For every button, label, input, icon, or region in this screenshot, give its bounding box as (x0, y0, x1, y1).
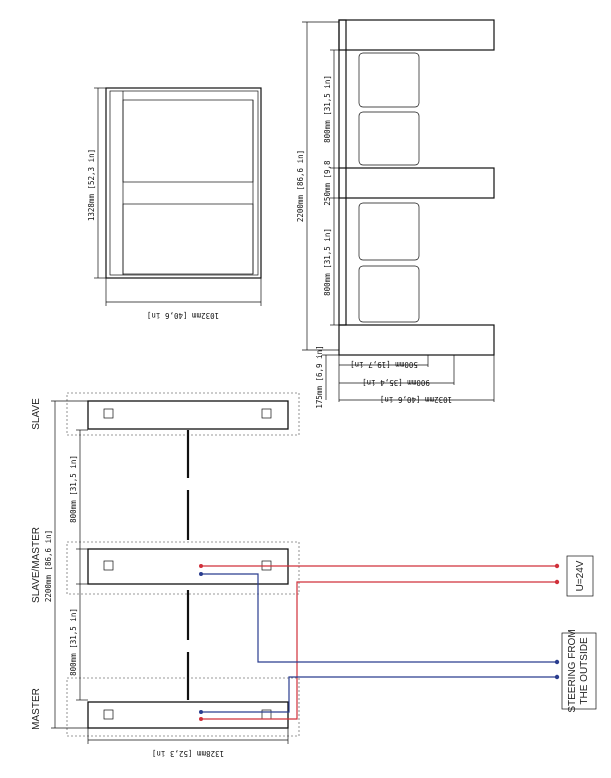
side-view: 2200mm [86,6 in] 800mm [31,5 in] 250mm [… (296, 19, 495, 409)
slave-square-right (261, 408, 272, 419)
steering-box-frame (561, 632, 597, 710)
wire-signal-1 (201, 573, 557, 663)
label-slave-master: SLAVE/MASTER (31, 527, 42, 603)
dim-plan-gap-right: 800mm [31,5 in] (69, 455, 78, 523)
post-slave (87, 400, 289, 430)
enclosure-slave (66, 392, 300, 436)
dim-side-1032: 1032mm [40,6 in] (380, 395, 452, 404)
side-wing-3 (358, 202, 420, 261)
dim-side-post: 250mm [9,8 (323, 160, 332, 206)
label-master: MASTER (31, 688, 42, 730)
side-wing-4 (358, 265, 420, 323)
dim-plan-total: 2200mm [86,6 in] (44, 530, 53, 602)
master-square-left (103, 709, 114, 720)
label-slave: SLAVE (31, 398, 42, 430)
label-steering-2: THE OUTSIDE (579, 637, 590, 705)
label-voltage: U=24V (575, 560, 586, 591)
front-view: 1328mm [52,3 in] 1032mm [40,6 in] (87, 87, 262, 320)
dim-side-gap-b: 800mm [31,5 in] (323, 228, 332, 296)
side-base-plate (338, 19, 347, 326)
side-wing-2 (358, 111, 420, 166)
post-master (87, 701, 289, 729)
steering-box: STEERING FROM THE OUTSIDE (561, 629, 597, 713)
power-box: U=24V (566, 555, 594, 597)
dim-front-height: 1328mm [52,3 in] (87, 149, 96, 221)
plan-view: 2200mm [86,6 in] 800mm [31,5 in] 800mm [… (31, 392, 300, 758)
enclosure-master (66, 677, 300, 737)
dim-front-width: 1032mm [40,6 in] (147, 311, 219, 320)
sm-square-left (103, 560, 114, 571)
enclosure-slave-master (66, 541, 300, 595)
dim-side-175: 175mm [6,9 in] (315, 345, 324, 408)
power-box-frame (566, 555, 594, 597)
front-outer-frame (105, 87, 262, 279)
slave-square-left (103, 408, 114, 419)
wire-signal-2 (201, 676, 557, 713)
side-wing-1 (358, 52, 420, 108)
side-post-top (338, 19, 495, 51)
front-panel-top (122, 99, 254, 183)
wire-power-2 (201, 581, 557, 720)
wiring (199, 563, 560, 721)
dim-side-total: 2200mm [86,6 in] (296, 150, 305, 222)
dim-plan-gap-left: 800mm [31,5 in] (69, 608, 78, 676)
dim-side-gap-a: 800mm [31,5 in] (323, 75, 332, 143)
side-post-middle (338, 167, 495, 199)
dim-side-900: 900mm [35,4 in] (362, 378, 430, 387)
side-post-bottom (338, 324, 495, 356)
front-panel-bottom (122, 203, 254, 275)
dim-side-500: 500mm [19,7 in] (350, 360, 418, 369)
master-square-right (261, 709, 272, 720)
front-inner-frame (109, 90, 259, 276)
dim-plan-depth: 1328mm [52,3 in] (152, 749, 224, 758)
label-steering-1: STEERING FROM (567, 629, 578, 712)
